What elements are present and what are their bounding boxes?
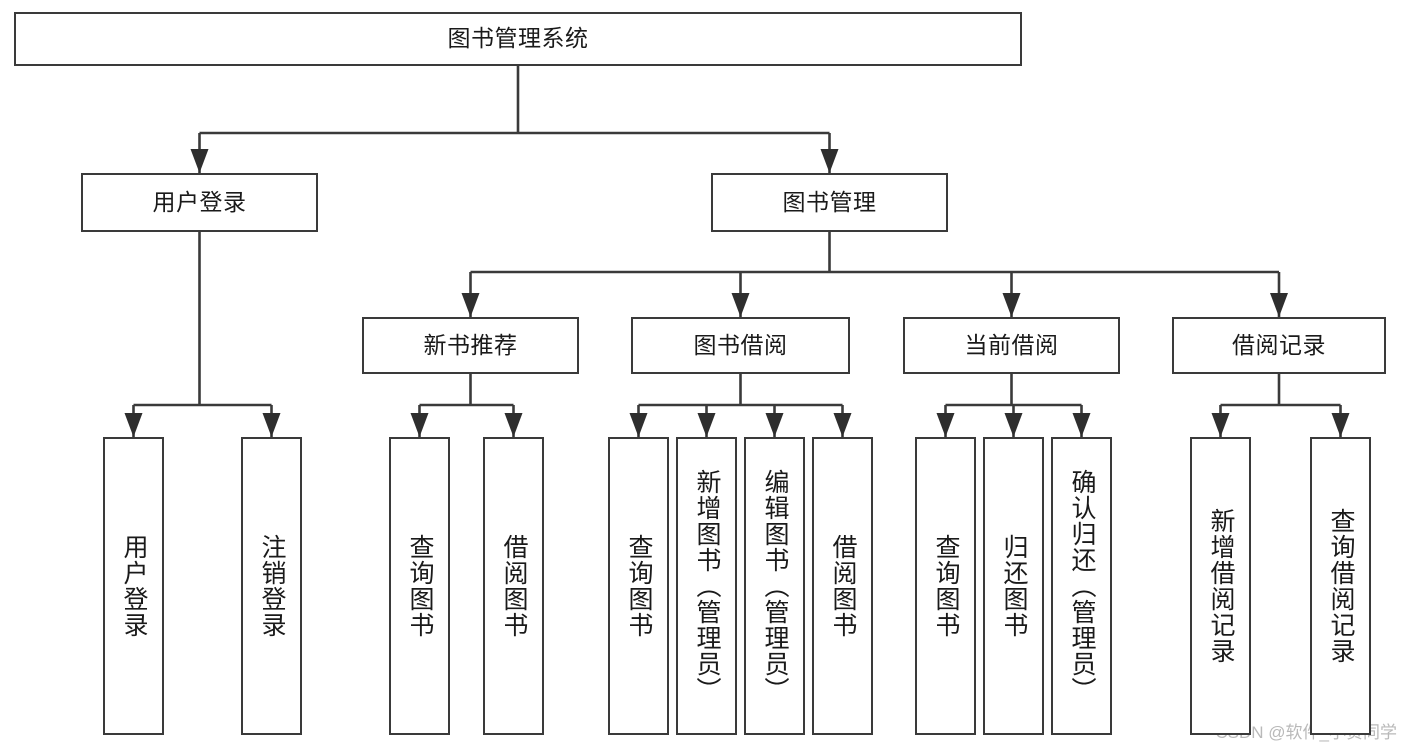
- node-leaf-confirm-return[interactable]: 确认归还（管理员）: [1051, 437, 1112, 735]
- node-new-book-rec[interactable]: 新书推荐: [362, 317, 579, 374]
- node-label: 图书借阅: [693, 331, 788, 358]
- node-leaf-return-book[interactable]: 归还图书: [983, 437, 1044, 735]
- edge-arrowhead: [697, 413, 716, 437]
- edge-arrowhead: [1004, 413, 1023, 437]
- node-leaf-query-book-2[interactable]: 查询图书: [608, 437, 669, 735]
- edge-arrowhead: [410, 413, 429, 437]
- node-leaf-edit-book[interactable]: 编辑图书（管理员）: [744, 437, 805, 735]
- edge-arrowhead: [820, 149, 839, 173]
- node-book-manage[interactable]: 图书管理: [711, 173, 948, 232]
- edge-arrowhead: [1211, 413, 1230, 437]
- edge-arrowhead: [833, 413, 852, 437]
- node-label: 用户登录: [120, 534, 148, 638]
- node-current-borrow[interactable]: 当前借阅: [903, 317, 1120, 374]
- node-label: 查询图书: [932, 534, 960, 638]
- edge-arrowhead: [504, 413, 523, 437]
- node-label: 编辑图书（管理员）: [761, 469, 789, 703]
- node-label: 新增图书（管理员）: [693, 469, 721, 703]
- node-leaf-query-record[interactable]: 查询借阅记录: [1310, 437, 1371, 735]
- node-label: 查询图书: [406, 534, 434, 638]
- node-leaf-query-book-3[interactable]: 查询图书: [915, 437, 976, 735]
- node-label: 借阅图书: [829, 534, 857, 638]
- node-leaf-user-login[interactable]: 用户登录: [103, 437, 164, 735]
- node-label: 归还图书: [1000, 534, 1028, 638]
- node-label: 用户登录: [152, 188, 247, 215]
- node-label: 确认归还（管理员）: [1068, 469, 1096, 703]
- node-root[interactable]: 图书管理系统: [14, 12, 1022, 66]
- node-label: 借阅记录: [1232, 331, 1326, 358]
- node-leaf-add-book[interactable]: 新增图书（管理员）: [676, 437, 737, 735]
- edge-arrowhead: [765, 413, 784, 437]
- node-user-login[interactable]: 用户登录: [81, 173, 318, 232]
- node-leaf-query-book-1[interactable]: 查询图书: [389, 437, 450, 735]
- edge-arrowhead: [936, 413, 955, 437]
- node-label: 新书推荐: [423, 331, 518, 358]
- node-leaf-borrow-book-2[interactable]: 借阅图书: [812, 437, 873, 735]
- node-label: 借阅图书: [500, 534, 528, 638]
- edge-arrowhead: [124, 413, 143, 437]
- node-label: 图书管理: [782, 188, 877, 215]
- edge-arrowhead: [1072, 413, 1091, 437]
- node-label: 图书管理系统: [447, 25, 589, 52]
- node-label: 当前借阅: [964, 331, 1059, 358]
- edge-arrowhead: [1331, 413, 1350, 437]
- edge-arrowhead: [190, 149, 209, 173]
- edge-arrowhead: [1002, 293, 1021, 317]
- node-label: 查询借阅记录: [1327, 508, 1355, 664]
- edge-arrowhead: [629, 413, 648, 437]
- node-leaf-add-record[interactable]: 新增借阅记录: [1190, 437, 1251, 735]
- node-borrow-record[interactable]: 借阅记录: [1172, 317, 1386, 374]
- edge-arrowhead: [461, 293, 480, 317]
- node-leaf-user-logout[interactable]: 注销登录: [241, 437, 302, 735]
- node-label: 新增借阅记录: [1207, 508, 1235, 664]
- node-book-borrow[interactable]: 图书借阅: [631, 317, 850, 374]
- node-leaf-borrow-book-1[interactable]: 借阅图书: [483, 437, 544, 735]
- node-label: 查询图书: [625, 534, 653, 638]
- edge-arrowhead: [262, 413, 281, 437]
- node-label: 注销登录: [258, 534, 286, 638]
- edge-arrowhead: [731, 293, 750, 317]
- edge-arrowhead: [1270, 293, 1288, 317]
